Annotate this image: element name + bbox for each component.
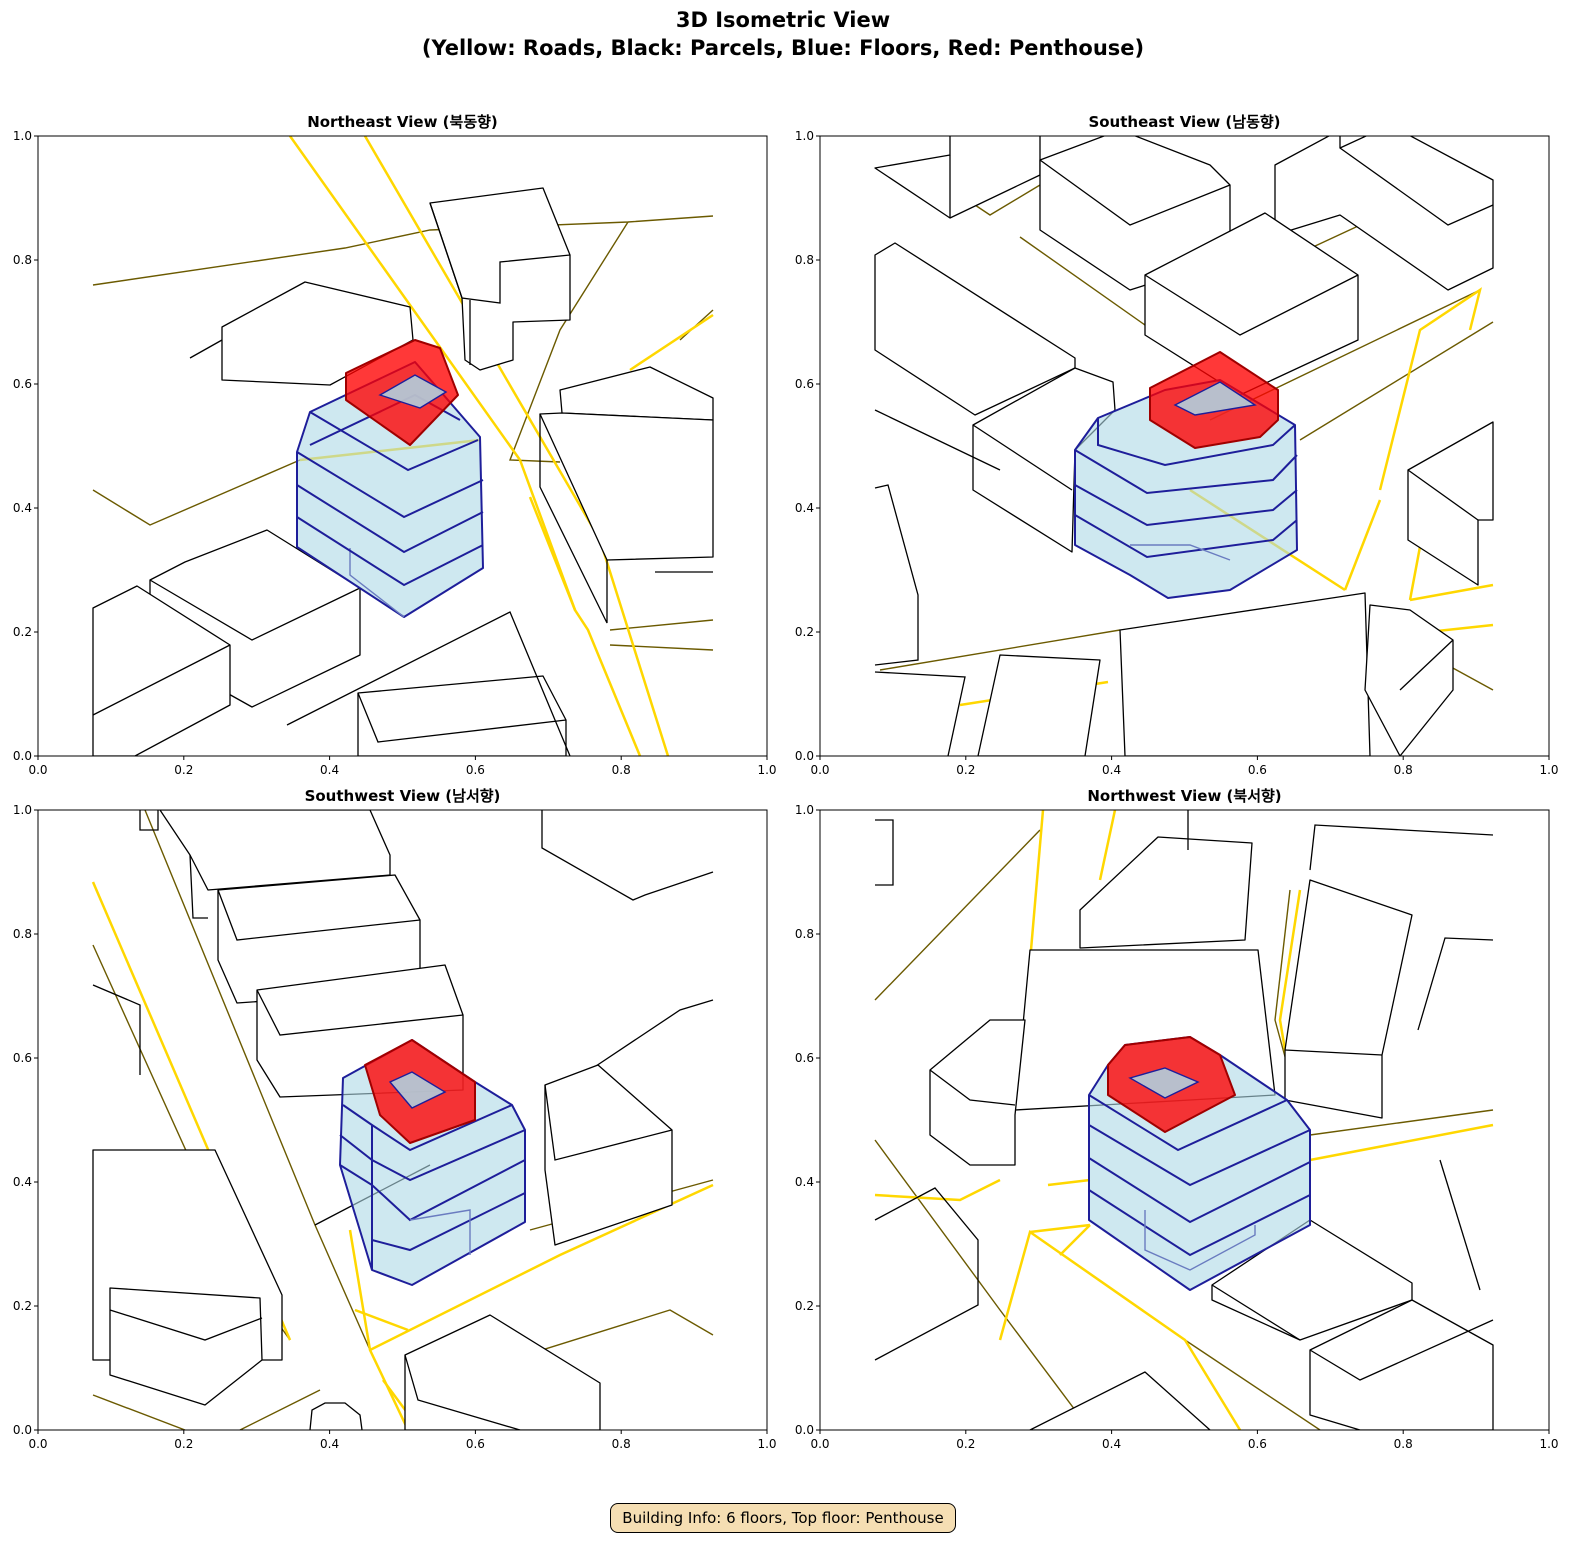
x-tick-label: 0.8 xyxy=(612,763,631,777)
y-tick-label: 0.4 xyxy=(13,1175,32,1189)
x-tick-label: 0.0 xyxy=(810,1437,829,1451)
x-tick-label: 0.6 xyxy=(466,763,485,777)
building-floors xyxy=(296,361,484,618)
x-tick-label: 1.0 xyxy=(1539,763,1558,777)
x-tick-label: 0.2 xyxy=(956,1437,975,1451)
y-tick-label: 0.2 xyxy=(795,1299,814,1313)
figure-title-line1: 3D Isometric View xyxy=(675,8,891,32)
y-tick-label: 0.4 xyxy=(13,501,32,515)
x-tick-label: 0.4 xyxy=(1102,763,1121,777)
x-tick-label: 0.6 xyxy=(466,1437,485,1451)
x-tick-label: 0.8 xyxy=(1394,1437,1413,1451)
x-tick-label: 0.4 xyxy=(1102,1437,1121,1451)
y-tick-label: 1.0 xyxy=(13,129,32,143)
axes-frame xyxy=(819,809,1550,1431)
y-tick-label: 0.2 xyxy=(13,625,32,639)
panel-title-northeast: Northeast View (북동향) xyxy=(307,113,498,131)
y-tick-label: 0.6 xyxy=(13,1051,32,1065)
y-tick-label: 1.0 xyxy=(13,803,32,817)
panel-title-southwest: Southwest View (남서향) xyxy=(304,787,501,805)
y-tick-label: 0.8 xyxy=(13,253,32,267)
penthouse xyxy=(1149,351,1279,449)
axes-frame xyxy=(37,809,768,1431)
y-tick-label: 0.0 xyxy=(795,1423,814,1437)
penthouse xyxy=(1107,1036,1236,1133)
x-tick-label: 0.0 xyxy=(28,763,47,777)
parcels xyxy=(874,136,1494,756)
y-tick-label: 1.0 xyxy=(795,129,814,143)
y-tick-label: 0.4 xyxy=(795,1175,814,1189)
x-tick-label: 1.0 xyxy=(757,763,776,777)
y-tick-label: 0.6 xyxy=(13,377,32,391)
y-tick-label: 0.0 xyxy=(13,749,32,763)
y-tick-label: 0.8 xyxy=(795,253,814,267)
y-tick-label: 0.2 xyxy=(795,625,814,639)
y-tick-label: 0.2 xyxy=(13,1299,32,1313)
x-tick-label: 0.4 xyxy=(320,1437,339,1451)
x-tick-label: 0.8 xyxy=(612,1437,631,1451)
y-tick-label: 0.4 xyxy=(795,501,814,515)
y-tick-label: 1.0 xyxy=(795,803,814,817)
x-tick-label: 0.6 xyxy=(1248,763,1267,777)
x-tick-label: 0.2 xyxy=(174,1437,193,1451)
figure-title-line2: (Yellow: Roads, Black: Parcels, Blue: Fl… xyxy=(421,36,1145,60)
panel-title-southeast: Southeast View (남동향) xyxy=(1088,113,1281,131)
y-tick-label: 0.6 xyxy=(795,377,814,391)
penthouse xyxy=(345,339,459,446)
y-tick-label: 0.8 xyxy=(13,927,32,941)
x-tick-label: 0.4 xyxy=(320,763,339,777)
y-tick-label: 0.6 xyxy=(795,1051,814,1065)
y-tick-label: 0.8 xyxy=(795,927,814,941)
y-tick-label: 0.0 xyxy=(13,1423,32,1437)
axes-frame xyxy=(37,135,768,757)
building-info-box: Building Info: 6 floors, Top floor: Pent… xyxy=(610,1503,956,1533)
southeast-view xyxy=(874,136,1494,756)
x-tick-label: 0.0 xyxy=(28,1437,47,1451)
northwest-view xyxy=(874,810,1494,1430)
penthouse xyxy=(364,1039,476,1144)
parcels xyxy=(92,187,714,756)
y-tick-label: 0.0 xyxy=(795,749,814,763)
northeast-view xyxy=(92,136,714,756)
parcels xyxy=(92,810,714,1430)
x-tick-label: 0.6 xyxy=(1248,1437,1267,1451)
figure-title: 3D Isometric View (Yellow: Roads, Black:… xyxy=(0,6,1566,62)
x-tick-label: 0.2 xyxy=(174,763,193,777)
x-tick-label: 1.0 xyxy=(757,1437,776,1451)
x-tick-label: 0.0 xyxy=(810,763,829,777)
panel-title-northwest: Northwest View (북서향) xyxy=(1087,787,1282,805)
axes-frame xyxy=(819,135,1550,757)
x-tick-label: 0.8 xyxy=(1394,763,1413,777)
x-tick-label: 1.0 xyxy=(1539,1437,1558,1451)
southwest-view xyxy=(91,810,714,1430)
x-tick-label: 0.2 xyxy=(956,763,975,777)
